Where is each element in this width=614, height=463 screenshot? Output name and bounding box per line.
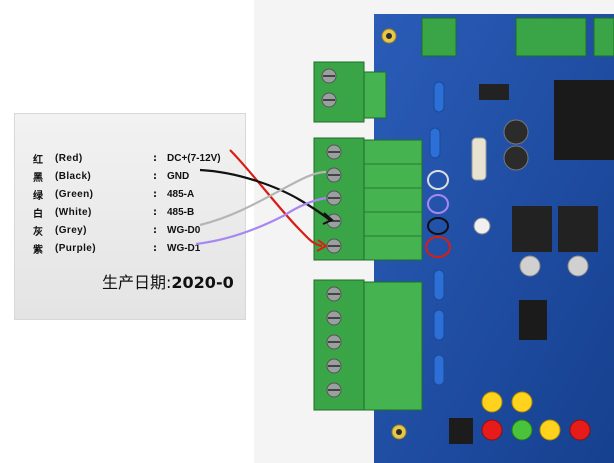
ic-chip [519,300,547,340]
small-capacitor [473,217,491,235]
wire-separator: : [153,206,157,218]
wire-color-en: (Green) [55,188,94,200]
jumper-header [449,418,473,444]
production-date-label: 生产日期: [102,273,172,292]
red-wire [229,149,323,248]
purple-highlight [427,194,449,214]
wire-row-grey: 灰 (Grey) : WG-D0 [33,221,200,239]
power-terminal-2pin [313,61,365,123]
black-wire [199,168,331,221]
production-date: 生产日期:2020-0 [102,269,234,293]
top-terminal-block [421,17,457,57]
relay-chip [554,80,614,160]
grey-wire [199,170,327,227]
purple-wire [195,196,327,246]
wire-row-purple: 紫 (Purple) : WG-D1 [33,239,200,257]
status-leds [481,391,591,441]
wire-label-card: 红 (Red) : DC+(7-12V) 黑 (Black) : GND 绿 (… [14,113,246,320]
blue-capacitors [429,81,445,386]
red-highlight [425,236,451,258]
black-highlight [427,217,449,235]
voltage-regulator [558,206,598,252]
pcb-board-illustration [254,0,614,463]
wire-separator: : [153,188,157,200]
top-terminal-block [515,17,587,57]
wire-function: 485-B [167,206,195,218]
pcb-photo [254,0,614,463]
wire-row-green: 绿 (Green) : 485-A [33,185,194,203]
wire-function: 485-A [167,188,195,200]
wire-color-cn: 红 [33,154,43,166]
wire-function: WG-D1 [167,242,201,254]
wire-separator: : [153,170,157,182]
grey-highlight [427,170,449,190]
wire-color-en: (Black) [55,170,92,182]
wire-color-en: (Purple) [55,242,96,254]
wire-row-black: 黑 (Black) : GND [33,167,189,185]
wire-color-cn: 紫 [33,244,43,256]
voltage-regulator [512,206,552,252]
wire-separator: : [153,242,157,254]
wire-function: DC+(7-12V) [167,152,221,164]
wire-color-cn: 黑 [33,172,43,184]
production-date-value: 2020-0 [171,273,234,292]
wire-separator: : [153,152,157,164]
wire-row-white: 白 (White) : 485-B [33,203,194,221]
wire-color-cn: 绿 [33,190,43,202]
wire-color-cn: 白 [33,208,43,220]
electrolytic-capacitor [503,119,529,145]
resistor [471,137,487,181]
wire-color-en: (White) [55,206,92,218]
wire-separator: : [153,224,157,236]
wire-color-en: (Red) [55,152,83,164]
ic-chip [479,84,509,100]
wire-color-en: (Grey) [55,224,87,236]
wire-function: WG-D0 [167,224,201,236]
wire-function: GND [167,170,190,182]
wire-row-red: 红 (Red) : DC+(7-12V) [33,149,221,167]
wire-color-cn: 灰 [33,226,43,238]
